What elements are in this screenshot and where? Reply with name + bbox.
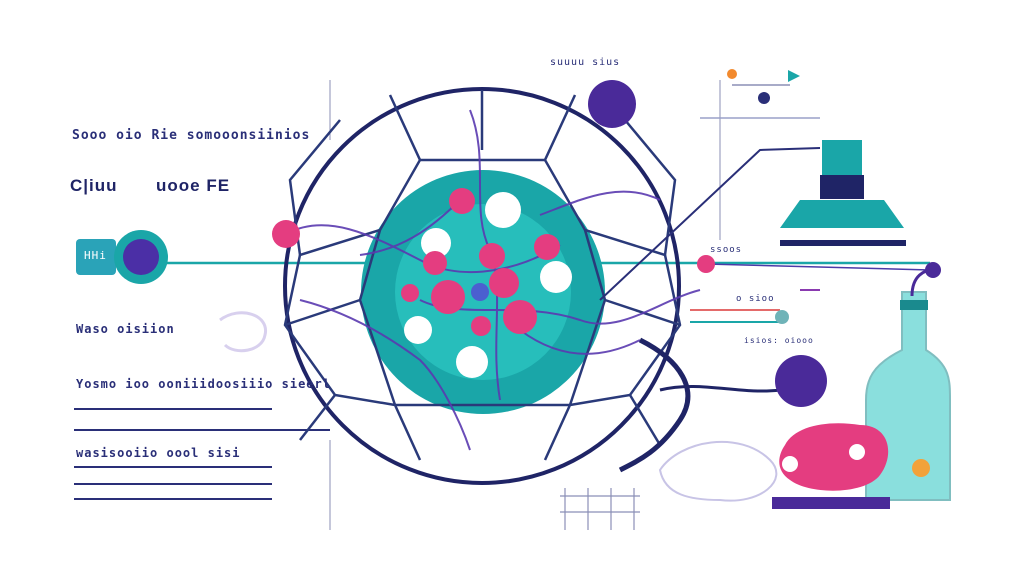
heading-small: Sooo oio Rie somooonsiinios (72, 128, 311, 143)
branch-connector-right (659, 384, 781, 393)
molecule-white-atoms (404, 192, 572, 378)
right-label-3: isios: oiooo (744, 336, 814, 345)
stand-navy-foot (780, 240, 906, 246)
right-readout-lines (690, 289, 820, 323)
flask-hook (910, 268, 934, 297)
outer-sphere-ring (283, 87, 681, 485)
branch-to-right (618, 337, 691, 473)
left-badge-text: HHi (84, 249, 107, 262)
stand-teal-base (780, 200, 904, 228)
cloud-wisp-left (219, 311, 267, 353)
center-vertical-guides (329, 80, 721, 530)
heading-big-left: C|iuu (70, 176, 118, 195)
molecule-blue-atom (471, 283, 489, 301)
right-label-1: ssoos (710, 245, 743, 255)
top-center-label: suuuu sius (550, 57, 621, 68)
right-purple-node (775, 355, 827, 407)
left-purple-node (123, 239, 159, 275)
left-rule-lines (74, 408, 330, 500)
cloud-wisp-bottom (658, 440, 778, 502)
heading-big-right: uooe FE (156, 176, 231, 195)
left-row-1: Waso oisiion (76, 322, 175, 336)
flask-orange-bubble (912, 459, 930, 477)
right-label-2: o sioo (736, 294, 775, 304)
readout-dot (775, 310, 789, 324)
left-row-2: Yosmo ioo ooniiidoosiiio sieerl (76, 377, 331, 391)
blob-hole-1 (782, 456, 798, 472)
tray-bar (772, 497, 890, 509)
top-right-teal-flag (788, 70, 800, 82)
stand-teal-cap (822, 140, 862, 175)
blob-hole-2 (849, 444, 865, 460)
diagonal-connector (599, 147, 821, 301)
molecule-magenta-atoms (272, 188, 715, 336)
connector-to-flask (705, 263, 931, 271)
left-row-3: wasisooiio oool sisi (76, 446, 241, 460)
top-purple-node (588, 80, 636, 128)
top-right-orange-dot (727, 69, 737, 79)
magenta-blob (779, 423, 889, 491)
top-right-small-node (758, 92, 770, 104)
stand-navy-band (820, 175, 864, 199)
grid-lines (560, 488, 640, 530)
flask-neck-band (900, 300, 928, 310)
left-badge-box (76, 239, 116, 275)
